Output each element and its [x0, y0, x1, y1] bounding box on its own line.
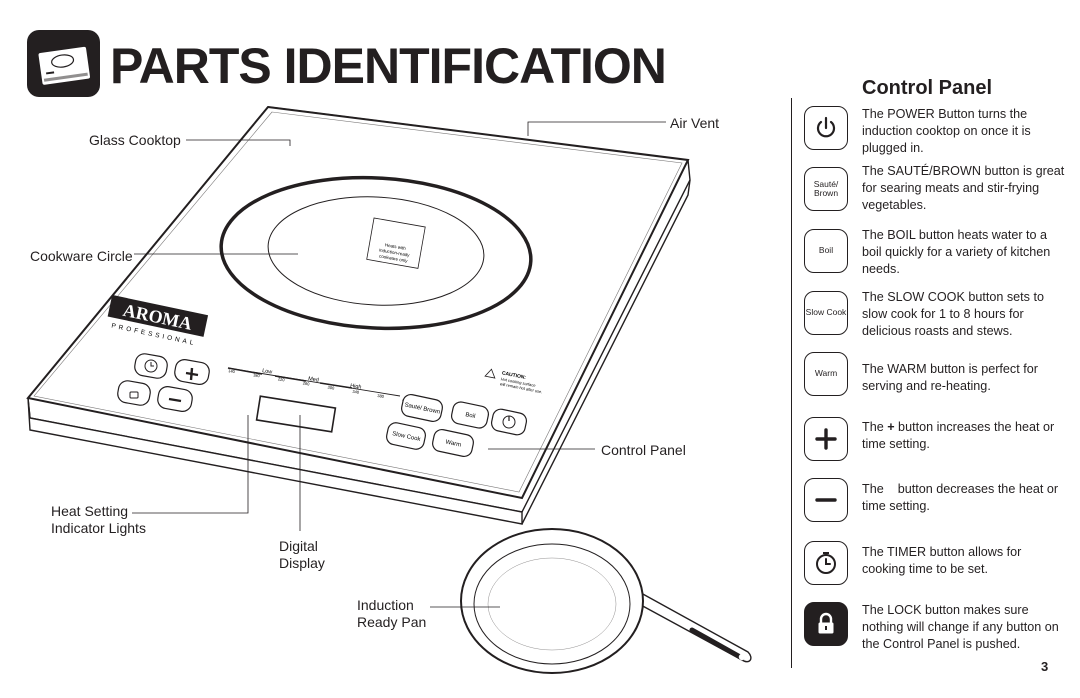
cooktop-right-buttons [386, 393, 528, 458]
control-panel-heading: Control Panel [862, 77, 993, 99]
heat-temp-label: 220 [278, 376, 286, 382]
callout-air-vent: Air Vent [670, 115, 720, 131]
caution-line-1: Hot cooking surface [500, 376, 536, 388]
slow-cook-button: Slow Cook [804, 291, 848, 335]
callout-display: Display [279, 555, 325, 571]
cooktop-diagram: Heats with induction-ready cookware only… [26, 105, 752, 674]
heat-high-label: High [350, 383, 362, 391]
digital-display [255, 395, 337, 433]
callout-cookware-circle: Cookware Circle [30, 248, 133, 264]
callout-glass-cooktop: Glass Cooktop [89, 132, 181, 148]
caution-title: CAUTION: [501, 370, 526, 381]
plus-description: The + button increases the heat or time … [862, 419, 1067, 453]
minus-icon [804, 478, 848, 522]
callout-indicator-lights: Indicator Lights [51, 520, 146, 536]
plus-icon [804, 417, 848, 461]
heat-temp-label: 380 [377, 393, 385, 399]
induction-pan [460, 528, 752, 674]
column-divider [791, 98, 792, 668]
plus-description-start: The [862, 420, 888, 434]
heat-low-label: Low [262, 368, 273, 376]
callout-control-panel: Control Panel [601, 442, 686, 458]
power-description: The POWER Button turns the induction coo… [862, 107, 1031, 155]
lock-icon [804, 602, 848, 646]
minus-description: The button decreases the heat or time se… [862, 482, 1062, 513]
page-title: PARTS IDENTIFICATION [110, 38, 667, 94]
heat-temp-label: 180 [253, 372, 261, 378]
saute-brown-button: Sauté/ Brown [804, 167, 848, 211]
heat-temp-label: 340 [352, 389, 360, 395]
saute-brown-description: The SAUTÉ/BROWN button is great for sear… [862, 164, 1065, 212]
heat-temp-label: 260 [302, 380, 310, 386]
warm-button: Warm [804, 352, 848, 396]
page-number: 3 [1041, 659, 1049, 674]
lock-description: The LOCK button makes sure nothing will … [862, 603, 1059, 651]
sticker-line-2: induction-ready [379, 247, 411, 257]
callout-ready-pan: Ready Pan [357, 614, 427, 630]
cooktop-boil-label: Boil [465, 412, 476, 420]
boil-button: Boil [804, 229, 848, 273]
plus-symbol: + [887, 420, 895, 434]
callout-heat-setting: Heat Setting [51, 503, 129, 519]
sticker-line-3: cookware only [379, 253, 409, 263]
warm-description: The WARM button is perfect for serving a… [862, 362, 1038, 393]
callout-induction: Induction [357, 597, 414, 613]
timer-icon [804, 541, 848, 585]
induction-sticker: Heats with induction-ready cookware only [366, 217, 426, 269]
slow-cook-description: The SLOW COOK button sets to slow cook f… [862, 290, 1044, 338]
heat-temp-label: 140 [228, 368, 236, 374]
power-icon [804, 106, 848, 150]
heat-med-label: Med [308, 376, 320, 384]
boil-description: The BOIL button heats water to a boil qu… [862, 228, 1051, 276]
plus-description-end: button increases the heat or time settin… [862, 420, 1055, 451]
heat-temp-label: 300 [327, 385, 335, 391]
cooktop-warm-label: Warm [445, 439, 462, 448]
induction-cooktop-icon [27, 30, 100, 97]
sticker-line-1: Heats with [385, 242, 407, 251]
cooktop-body [26, 105, 691, 525]
callout-digital: Digital [279, 538, 318, 554]
cookware-circle [219, 175, 533, 331]
timer-description: The TIMER button allows for cooking time… [862, 545, 1022, 576]
